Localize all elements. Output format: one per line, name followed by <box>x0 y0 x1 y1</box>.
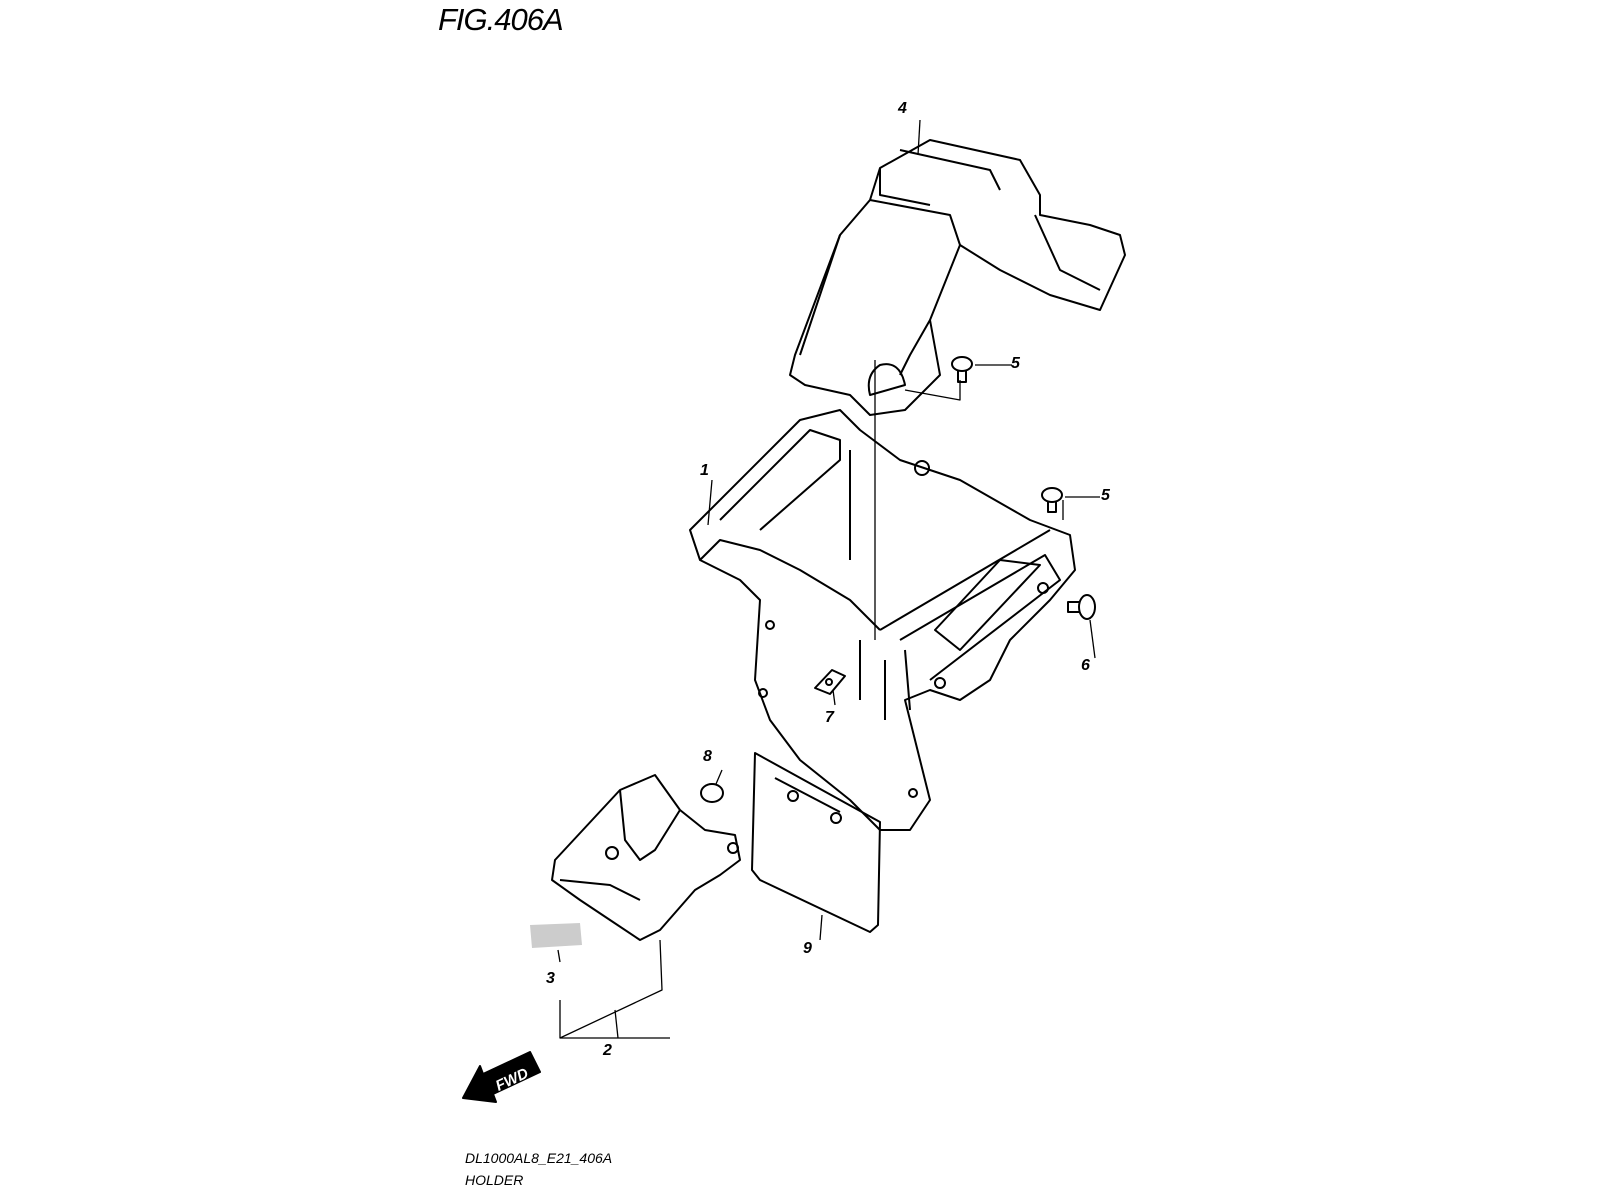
part-2-cover[interactable] <box>551 774 741 941</box>
part-6-clip[interactable] <box>1067 594 1096 620</box>
callout-2[interactable]: 2 <box>603 1042 612 1059</box>
part-7-nut[interactable] <box>814 669 846 695</box>
callout-1[interactable]: 1 <box>700 462 709 479</box>
part-5-screw-lower[interactable] <box>1041 487 1063 513</box>
callout-5-lower[interactable]: 5 <box>1101 487 1110 504</box>
part-5-screw-upper[interactable] <box>951 356 973 383</box>
part-1-main-holder[interactable] <box>689 409 1076 831</box>
assembly-lines <box>874 360 1064 640</box>
diagram-name: HOLDER <box>465 1172 524 1188</box>
callout-6[interactable]: 6 <box>1081 657 1090 674</box>
leader-lines <box>557 119 1100 1039</box>
part-4-upper-holder[interactable] <box>789 139 1126 416</box>
part-9-mud-flap[interactable] <box>751 752 881 933</box>
callout-4[interactable]: 4 <box>898 100 907 117</box>
callout-8[interactable]: 8 <box>703 748 712 765</box>
part-3-label[interactable] <box>530 923 582 948</box>
callout-9[interactable]: 9 <box>803 940 812 957</box>
part-8-grommet[interactable] <box>700 783 724 803</box>
callout-5-upper[interactable]: 5 <box>1011 355 1020 372</box>
callout-7[interactable]: 7 <box>825 709 834 726</box>
forward-direction-arrow-icon: FWD <box>462 1051 541 1103</box>
diagram-code: DL1000AL8_E21_406A <box>465 1150 613 1166</box>
callout-3[interactable]: 3 <box>546 970 555 987</box>
figure-title: FIG.406A <box>438 2 564 37</box>
